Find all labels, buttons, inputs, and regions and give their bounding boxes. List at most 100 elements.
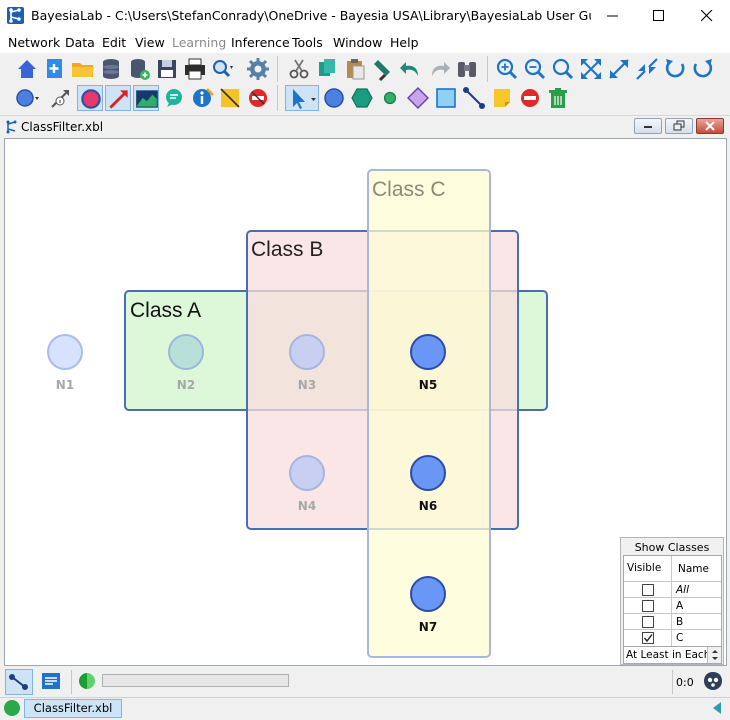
add-constraint-node-icon[interactable] [349, 85, 375, 111]
visible-checkbox-b[interactable] [642, 616, 654, 628]
menu-tools[interactable]: Tools [292, 35, 323, 50]
add-node-icon[interactable] [321, 85, 347, 111]
class-row-all[interactable]: All [624, 582, 721, 598]
network-file-icon [6, 120, 17, 134]
node-n7-label: N7 [419, 620, 437, 634]
class-row-b[interactable]: B [624, 614, 721, 630]
rotate-left-icon[interactable] [662, 56, 688, 82]
arc-info-icon[interactable] [48, 85, 74, 111]
database-icon[interactable] [98, 56, 124, 82]
minimize-icon [644, 126, 652, 128]
toolbar-separator [487, 56, 488, 82]
frame-restore-button[interactable] [665, 118, 693, 134]
node-n2[interactable] [168, 334, 204, 370]
node-n5[interactable] [410, 334, 446, 370]
title-bar: BayesiaLab - C:\Users\StefanConrady\OneD… [0, 0, 730, 31]
bayesia-logo-icon[interactable] [703, 670, 723, 692]
minimize-button[interactable] [590, 0, 636, 31]
chart-icon[interactable] [133, 85, 159, 111]
menu-learning[interactable]: Learning [172, 35, 227, 50]
cancel-node-icon[interactable] [245, 85, 271, 111]
visible-checkbox-a[interactable] [642, 600, 654, 612]
class-row-c[interactable]: C [624, 630, 721, 646]
redo-icon[interactable] [426, 56, 452, 82]
task-bar [0, 697, 730, 720]
column-visible: Visible [627, 562, 662, 574]
close-button[interactable] [684, 0, 730, 31]
add-decision-node-icon[interactable] [405, 85, 431, 111]
node-n3[interactable] [289, 334, 325, 370]
fullscreen-icon[interactable] [606, 56, 632, 82]
frame-minimize-button[interactable] [634, 118, 662, 134]
info-icon[interactable] [189, 85, 215, 111]
zoom-out-icon[interactable] [522, 56, 548, 82]
menu-edit[interactable]: Edit [102, 35, 127, 50]
add-small-node-icon[interactable] [377, 85, 403, 111]
frame-close-button[interactable] [696, 118, 724, 134]
zoom-in-icon[interactable] [494, 56, 520, 82]
text-view-button[interactable] [38, 669, 66, 695]
add-utility-node-icon[interactable] [433, 85, 459, 111]
class-row-a[interactable]: A [624, 598, 721, 614]
search-icon[interactable] [210, 56, 236, 82]
arc-red-icon[interactable] [105, 85, 131, 111]
node-n2-label: N2 [177, 378, 195, 392]
maximize-button[interactable] [636, 0, 682, 31]
class-filter-mode-select[interactable]: At Least in Each [623, 646, 722, 664]
delete-icon[interactable] [517, 85, 543, 111]
format-painter-icon[interactable] [370, 56, 396, 82]
class-name-all: All [676, 584, 690, 596]
node-style-icon[interactable] [14, 85, 40, 111]
class-c-region[interactable] [367, 169, 491, 658]
comment-icon[interactable] [161, 85, 187, 111]
window-title: BayesiaLab - C:\Users\StefanConrady\OneD… [31, 8, 591, 23]
menu-network[interactable]: Network [8, 35, 61, 50]
open-folder-icon[interactable] [70, 56, 96, 82]
new-network-icon[interactable] [42, 56, 68, 82]
add-note-icon[interactable] [489, 85, 515, 111]
print-icon[interactable] [182, 56, 208, 82]
power-status-icon [4, 700, 20, 716]
select-arrow-icon[interactable] [285, 85, 319, 111]
expand-icon[interactable] [578, 56, 604, 82]
spinner-arrows-icon[interactable] [707, 647, 721, 663]
maximize-icon [653, 10, 664, 21]
toolbars [0, 53, 730, 116]
disable-node-icon[interactable] [217, 85, 243, 111]
copy-icon[interactable] [314, 56, 340, 82]
node-selected-icon[interactable] [77, 85, 103, 111]
cut-icon[interactable] [286, 56, 312, 82]
paste-icon[interactable] [342, 56, 368, 82]
taskbar-tab-classfilter[interactable]: ClassFilter.xbl [24, 699, 122, 718]
graph-view-button[interactable] [5, 669, 33, 695]
home-icon[interactable] [14, 56, 40, 82]
binoculars-icon[interactable] [454, 56, 480, 82]
node-n7[interactable] [410, 576, 446, 612]
menu-help[interactable]: Help [390, 35, 419, 50]
menu-view[interactable]: View [135, 35, 165, 50]
settings-icon[interactable] [245, 56, 271, 82]
graph-canvas[interactable]: Class A Class B Class C N1 N2 N3 N4 N5 N… [4, 138, 727, 666]
node-n5-label: N5 [419, 378, 437, 392]
collapse-arrow-icon[interactable] [709, 700, 725, 716]
menu-data[interactable]: Data [65, 35, 95, 50]
undo-icon[interactable] [398, 56, 424, 82]
zoom-fit-icon[interactable] [550, 56, 576, 82]
visible-checkbox-c[interactable] [642, 632, 654, 644]
node-n1-label: N1 [56, 378, 74, 392]
save-icon[interactable] [154, 56, 180, 82]
rotate-right-icon[interactable] [690, 56, 716, 82]
visible-checkbox-all[interactable] [642, 584, 654, 596]
node-n1[interactable] [47, 334, 83, 370]
minimize-icon [607, 15, 618, 17]
node-n4[interactable] [289, 455, 325, 491]
database-associate-icon[interactable] [126, 56, 152, 82]
compress-icon[interactable] [634, 56, 660, 82]
class-b-label: Class B [251, 238, 323, 261]
add-arc-icon[interactable] [461, 85, 487, 111]
node-n6[interactable] [410, 455, 446, 491]
menu-inference[interactable]: Inference [231, 35, 290, 50]
menu-window[interactable]: Window [333, 35, 383, 50]
trash-icon[interactable] [545, 85, 571, 111]
network-graph[interactable]: Class A Class B Class C N1 N2 N3 N4 N5 N… [5, 139, 727, 666]
